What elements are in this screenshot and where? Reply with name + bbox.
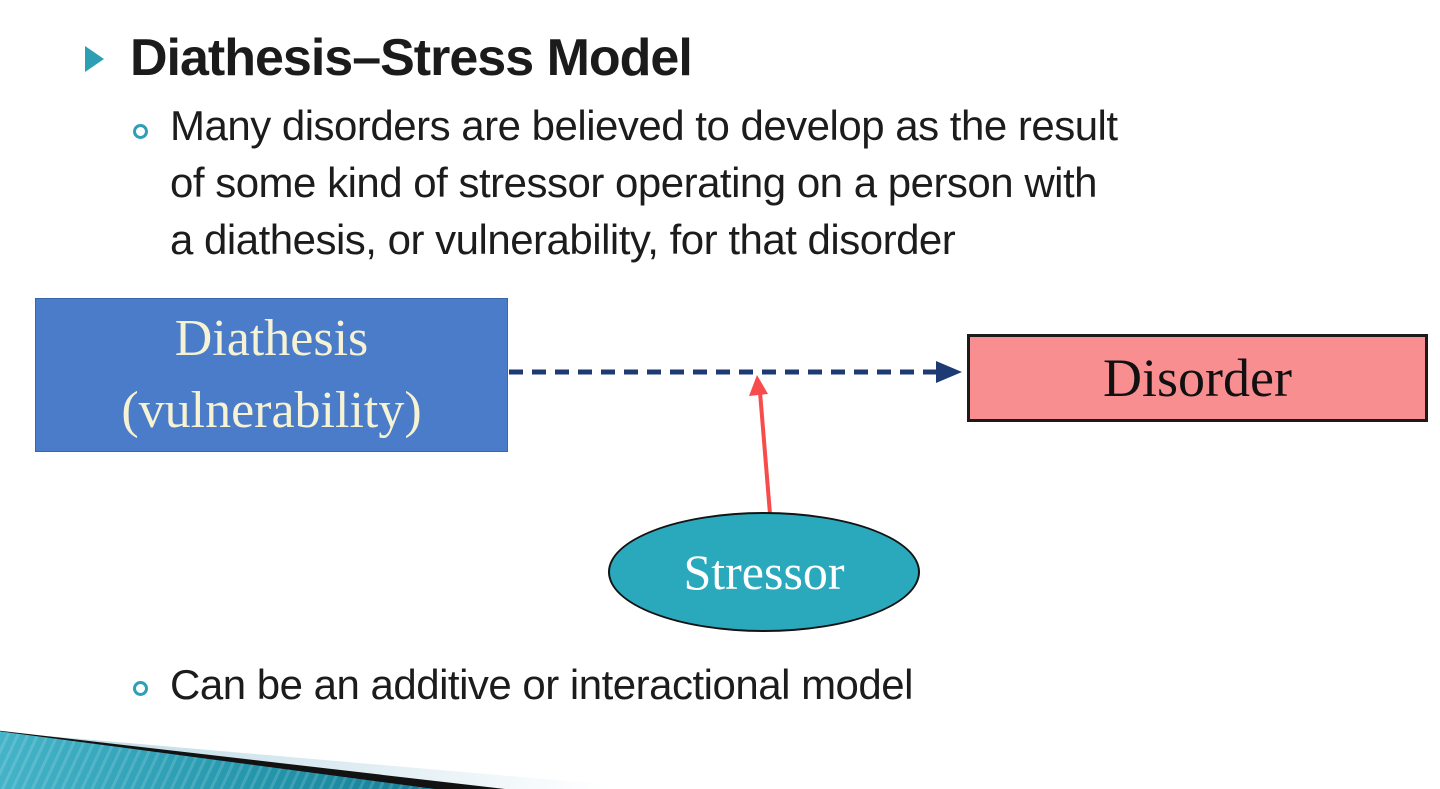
diathesis-box: Diathesis (vulnerability) [35,298,508,452]
page-title: Diathesis–Stress Model [130,29,693,87]
footer-decoration [0,727,660,789]
diathesis-label-line1: Diathesis [174,310,369,367]
stressor-ellipse: Stressor [608,512,920,632]
bullet-ring-icon [133,124,148,139]
bullet-text-line: of some kind of stressor operating on a … [170,159,1098,206]
red-arrow [749,375,772,515]
stressor-label: Stressor [683,544,845,600]
diathesis-label-line2: (vulnerability) [121,382,422,439]
bullet-text-line: Many disorders are believed to develop a… [170,102,1118,149]
bullet-text-2: Can be an additive or interactional mode… [170,661,913,708]
title-row: Diathesis–Stress Model [85,28,693,88]
dashed-arrow [509,361,962,383]
bullet-text-line: a diathesis, or vulnerability, for that … [170,216,956,263]
title-triangle-bullet-icon [85,46,104,72]
bullet-text-1: Many disorders are believed to develop a… [170,97,1118,268]
disorder-box: Disorder [967,334,1428,422]
bullet-ring-icon [133,681,148,696]
disorder-label: Disorder [1103,348,1292,408]
